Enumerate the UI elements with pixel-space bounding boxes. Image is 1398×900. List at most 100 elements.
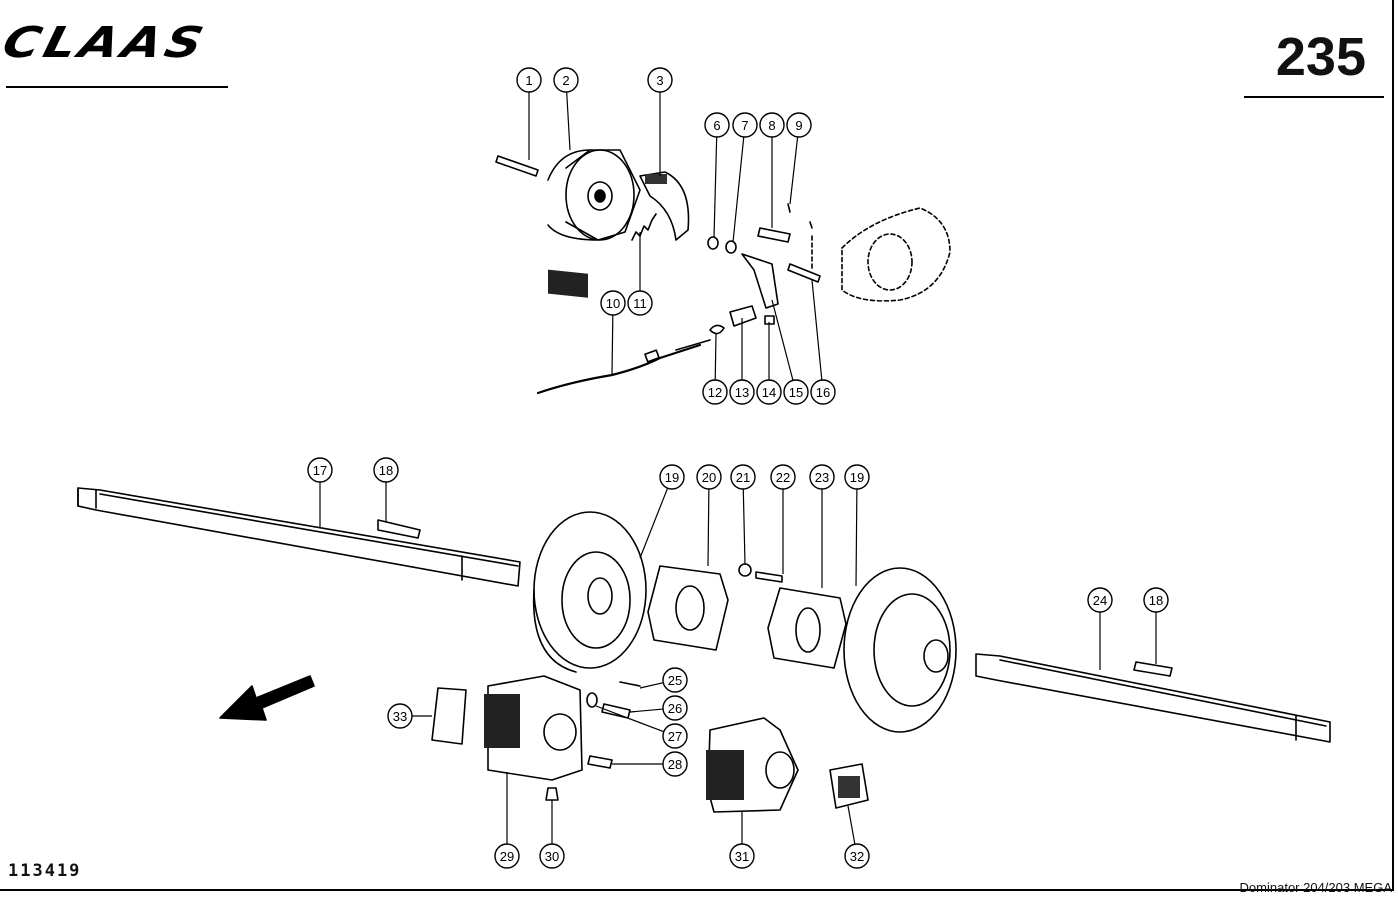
- callout-leader-line: [811, 279, 823, 381]
- callout-leader-line: [713, 136, 718, 239]
- callout-12: 12: [702, 333, 728, 405]
- callout-circle: [756, 379, 782, 405]
- callout-circle: [516, 67, 542, 93]
- left-axle-shaft-part: [77, 487, 521, 587]
- callout-number: 27: [668, 729, 682, 744]
- drawing-code: 113419: [8, 861, 82, 881]
- callout-1: 1: [516, 67, 542, 160]
- callout-number: 3: [656, 73, 663, 88]
- callout-number: 11: [633, 296, 647, 311]
- callout-number: 22: [776, 470, 790, 485]
- callout-leader-line: [639, 682, 664, 689]
- callout-circle: [729, 379, 755, 405]
- callout-circle: [662, 667, 688, 693]
- callout-13: 13: [729, 318, 755, 405]
- brake-caliper-left-part: [484, 675, 583, 781]
- right-axle-shaft-part: [975, 653, 1331, 743]
- callout-24: 24: [1087, 587, 1113, 670]
- brake-disc-left-part: [532, 511, 647, 673]
- callout-leader-line: [771, 299, 794, 381]
- callout-17: 17: [307, 457, 333, 528]
- callout-20: 20: [696, 464, 722, 567]
- callout-leader-line: [732, 136, 745, 243]
- callout-18: 18: [373, 457, 399, 522]
- frame-right-border: [1392, 0, 1394, 890]
- callout-3: 3: [647, 67, 673, 176]
- callout-number: 18: [1149, 593, 1163, 608]
- callout-23: 23: [809, 464, 835, 588]
- callout-8: 8: [759, 112, 785, 228]
- callout-circle: [647, 67, 673, 93]
- callout-circle: [539, 843, 565, 869]
- callout-number: 19: [665, 470, 679, 485]
- callout-circle: [662, 723, 688, 749]
- callout-leader-line: [707, 488, 710, 567]
- callout-circle: [704, 112, 730, 138]
- callout-33: 33: [387, 703, 432, 729]
- callout-leader-line: [789, 136, 799, 205]
- callout-10: 10: [600, 290, 626, 375]
- callout-number: 19: [850, 470, 864, 485]
- callout-26: 26: [629, 695, 688, 721]
- callout-circle: [553, 67, 579, 93]
- callout-leader-line: [595, 705, 664, 733]
- frame-bottom-border: [0, 889, 1394, 891]
- callout-circle: [494, 843, 520, 869]
- callout-number: 13: [735, 385, 749, 400]
- callout-number: 15: [789, 385, 803, 400]
- callout-circle: [759, 112, 785, 138]
- callout-number: 12: [708, 385, 722, 400]
- brake-pad-right-part: [829, 763, 869, 809]
- callout-leader-line: [855, 488, 858, 587]
- callout-number: 21: [736, 470, 750, 485]
- callout-9: 9: [786, 112, 812, 205]
- callout-28: 28: [612, 751, 688, 777]
- callout-leader-line: [742, 488, 746, 565]
- callout-circle: [810, 379, 836, 405]
- callout-number: 16: [816, 385, 830, 400]
- callout-18: 18: [1143, 587, 1169, 664]
- callout-circle: [627, 290, 653, 316]
- brake-caliper-right-part: [706, 717, 799, 813]
- direction-arrow-icon: [219, 675, 315, 721]
- callout-22: 22: [770, 464, 796, 574]
- callout-circle: [662, 751, 688, 777]
- callout-16: 16: [810, 279, 836, 405]
- callout-31: 31: [729, 812, 755, 869]
- callout-29: 29: [494, 772, 520, 869]
- callout-circle: [786, 112, 812, 138]
- brake-pad-left-part: [431, 687, 467, 745]
- key-pin-part: [495, 155, 539, 177]
- callout-21: 21: [730, 464, 756, 565]
- callout-number: 9: [795, 118, 802, 133]
- callout-19: 19: [844, 464, 870, 587]
- callout-leader-line: [714, 333, 717, 381]
- washer-parts: [707, 236, 737, 254]
- callout-number: 28: [668, 757, 682, 772]
- page-number-underline: [1244, 96, 1384, 98]
- callout-number: 20: [702, 470, 716, 485]
- callout-number: 2: [562, 73, 569, 88]
- callout-number: 17: [313, 463, 327, 478]
- callout-circle: [600, 290, 626, 316]
- nut-and-bolt-part: [738, 563, 783, 583]
- callout-2: 2: [553, 67, 579, 151]
- callout-32: 32: [844, 805, 870, 869]
- callout-number: 26: [668, 701, 682, 716]
- callout-circle: [702, 379, 728, 405]
- callout-number: 6: [713, 118, 720, 133]
- callout-number: 18: [379, 463, 393, 478]
- callout-19: 19: [639, 464, 685, 559]
- callout-leader-line: [847, 805, 856, 845]
- callout-circle: [307, 457, 333, 483]
- brake-shoe-part: [639, 171, 690, 241]
- brake-disc-right-part: [843, 567, 957, 733]
- callout-circle: [1143, 587, 1169, 613]
- gearbox-housing-part: [811, 207, 951, 302]
- callout-7: 7: [732, 112, 758, 243]
- return-spring-part: [631, 213, 657, 241]
- callout-circle: [844, 843, 870, 869]
- callout-number: 7: [741, 118, 748, 133]
